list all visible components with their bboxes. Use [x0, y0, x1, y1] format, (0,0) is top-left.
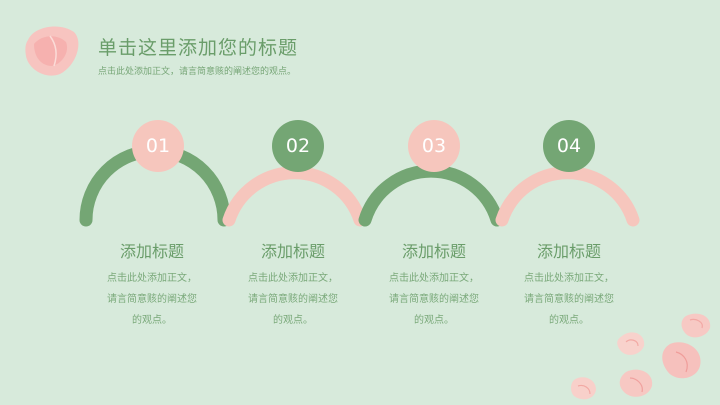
step-desc-line: 请言简意赅的阐述您	[248, 294, 338, 305]
step-title-1: 添加标题	[119, 242, 184, 261]
step-desc-line: 请言简意赅的阐述您	[524, 294, 614, 305]
step-desc-line: 的观点。	[132, 315, 172, 326]
petal-icon	[25, 26, 79, 76]
step-title-2: 添加标题	[260, 242, 325, 261]
step-badge-4: 04	[543, 120, 595, 172]
step-desc-line: 请言简意赅的阐述您	[107, 294, 197, 305]
step-title-4: 添加标题	[536, 242, 601, 261]
step-desc-1: 点击此处添加正文， 请言简意赅的阐述您 的观点。	[82, 268, 222, 331]
arc-3	[358, 164, 504, 227]
arc-4	[495, 166, 640, 227]
step-desc-4: 点击此处添加正文， 请言简意赅的阐述您 的观点。	[499, 268, 639, 331]
arc-2	[222, 166, 367, 227]
page-subtitle: 点击此处添加正文，请言简意赅的阐述您的观点。	[98, 67, 297, 77]
step-desc-3: 点击此处添加正文， 请言简意赅的阐述您 的观点。	[364, 268, 504, 331]
step-desc-line: 点击此处添加正文，	[107, 273, 197, 284]
step-title-3: 添加标题	[401, 242, 466, 261]
step-desc-line: 的观点。	[273, 315, 313, 326]
step-badge-2: 02	[272, 120, 324, 172]
step-desc-line: 的观点。	[414, 315, 454, 326]
step-badge-3: 03	[408, 120, 460, 172]
step-desc-line: 点击此处添加正文，	[389, 273, 479, 284]
step-desc-2: 点击此处添加正文， 请言简意赅的阐述您 的观点。	[223, 268, 363, 331]
step-badge-1: 01	[132, 120, 184, 172]
step-desc-line: 点击此处添加正文，	[524, 273, 614, 284]
petal-icon	[571, 313, 711, 400]
page-title: 单击这里添加您的标题	[98, 37, 299, 59]
step-desc-line: 点击此处添加正文，	[248, 273, 338, 284]
step-desc-line: 请言简意赅的阐述您	[389, 294, 479, 305]
step-desc-line: 的观点。	[549, 315, 589, 326]
